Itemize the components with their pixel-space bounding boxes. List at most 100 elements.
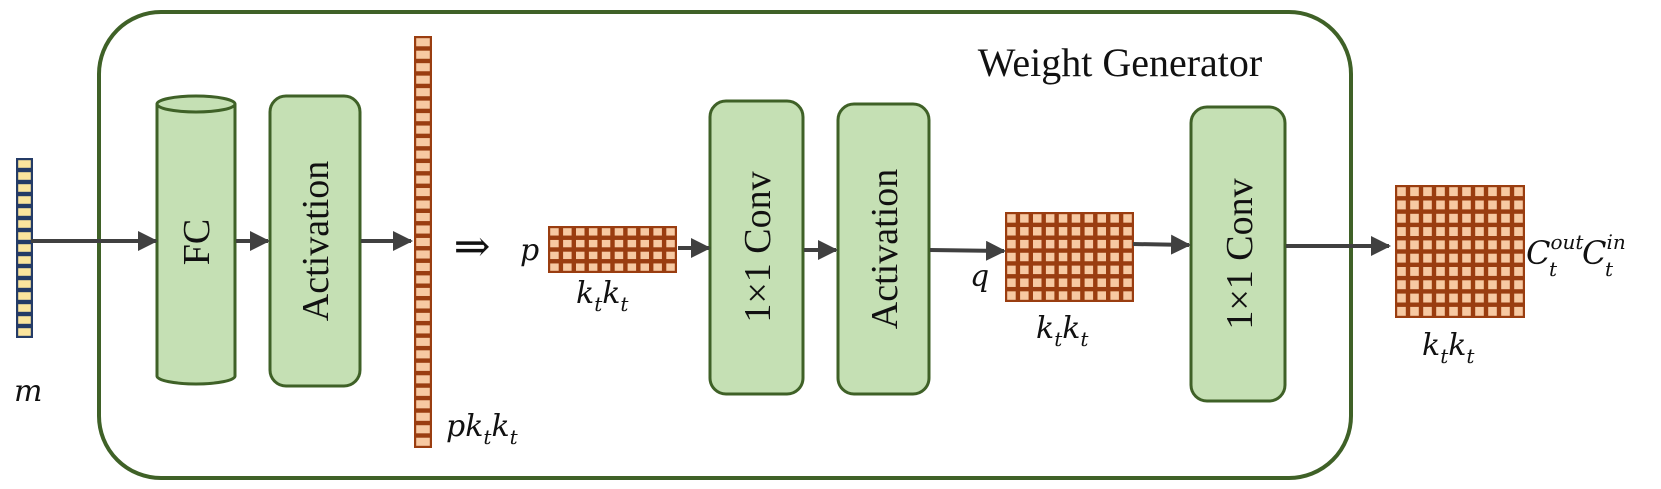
- tensor-cell: [18, 304, 31, 312]
- tensor-cell: [1449, 253, 1458, 263]
- tensor-cell: [666, 228, 675, 236]
- tensor-cell: [416, 262, 430, 272]
- tensor-cell: [1020, 291, 1029, 300]
- tensor-cell: [416, 387, 430, 396]
- tensor-cell: [1020, 278, 1029, 287]
- tensor-q-kk: [1005, 212, 1134, 302]
- tensor-cell: [653, 228, 662, 236]
- label-kk-out: ktkt: [1422, 328, 1475, 368]
- tensor-cell: [666, 239, 675, 248]
- tensor-cell: [1123, 239, 1132, 249]
- tensor-cell: [1449, 293, 1458, 303]
- tensor-cell: [1033, 227, 1042, 236]
- tensor-cell: [1488, 267, 1497, 276]
- tensor-cell: [1423, 187, 1432, 197]
- tensor-cell: [1475, 293, 1484, 303]
- tensor-cell: [416, 63, 430, 72]
- tensor-cell: [18, 316, 31, 324]
- tensor-cell: [1501, 240, 1510, 250]
- tensor-cell: [576, 239, 585, 248]
- tensor-cell: [653, 251, 662, 260]
- tensor-cell: [1020, 252, 1029, 262]
- tensor-cell: [614, 251, 624, 260]
- tensor-cell: [1501, 200, 1510, 210]
- tensor-cell: [416, 188, 430, 197]
- tensor-cell: [1045, 239, 1055, 249]
- tensor-cell: [1084, 227, 1094, 236]
- tensor-cell: [1033, 252, 1042, 262]
- tensor-cell: [1410, 306, 1419, 316]
- tensor-cell: [1410, 280, 1419, 290]
- tensor-cell: [1397, 227, 1406, 236]
- tensor-cell: [1449, 200, 1458, 210]
- tensor-cell: [1436, 213, 1445, 223]
- tensor-cell: [1514, 253, 1523, 263]
- tensor-cell: [416, 325, 430, 334]
- tensor-cell: [1397, 253, 1406, 263]
- tensor-cell: [1475, 280, 1484, 290]
- tensor-cell: [588, 251, 598, 260]
- tensor-cell: [1123, 214, 1132, 223]
- tensor-cell: [1097, 265, 1106, 275]
- tensor-cell: [416, 75, 430, 84]
- tensor-cell: [416, 200, 430, 209]
- tensor-cell: [416, 113, 430, 122]
- tensor-cell: [1488, 227, 1497, 236]
- tensor-cell: [1007, 278, 1016, 287]
- tensor-cell: [1514, 227, 1523, 236]
- tensor-cell: [1410, 213, 1419, 223]
- tensor-cell: [416, 88, 430, 97]
- tensor-cell: [1514, 200, 1523, 210]
- tensor-cell: [1449, 267, 1458, 276]
- weight-generator-title: Weight Generator: [978, 40, 1262, 85]
- tensor-cell: [1423, 293, 1432, 303]
- tensor-cell: [1084, 239, 1094, 249]
- tensor-cell: [1501, 227, 1510, 236]
- arrow-activation-to-q: [929, 240, 1006, 261]
- label-m: m: [14, 374, 42, 409]
- tensor-cell: [416, 287, 430, 296]
- tensor-cell: [416, 175, 430, 184]
- tensor-cell: [640, 239, 649, 248]
- tensor-cell: [1020, 227, 1029, 236]
- tensor-cell: [416, 38, 430, 47]
- tensor-cell: [416, 375, 430, 384]
- tensor-cell: [627, 251, 637, 260]
- tensor-cell: [1410, 187, 1419, 197]
- tensor-cell: [1110, 239, 1119, 249]
- activation-block-2: Activation: [836, 102, 931, 396]
- tensor-cell: [614, 263, 624, 271]
- tensor-cell: [1097, 239, 1106, 249]
- tensor-cell: [1071, 291, 1081, 300]
- tensor-cell: [1123, 265, 1132, 275]
- tensor-cell: [1033, 265, 1042, 275]
- tensor-cell: [18, 292, 31, 300]
- tensor-cell: [1436, 227, 1445, 236]
- tensor-cell: [1436, 187, 1445, 197]
- tensor-cell: [1488, 187, 1497, 197]
- tensor-cell: [1084, 265, 1094, 275]
- tensor-cell: [653, 263, 662, 271]
- tensor-cell: [1436, 200, 1445, 210]
- tensor-cell: [1462, 213, 1471, 223]
- tensor-cell: [416, 163, 430, 172]
- fc-label: FC: [176, 219, 218, 265]
- tensor-cell: [1462, 187, 1471, 197]
- tensor-cell: [1058, 214, 1068, 223]
- tensor-cell: [1397, 267, 1406, 276]
- tensor-cell: [1110, 265, 1119, 275]
- tensor-cell: [1514, 280, 1523, 290]
- tensor-cell: [1436, 306, 1445, 316]
- tensor-cell: [550, 239, 559, 248]
- tensor-cell: [601, 239, 611, 248]
- tensor-cell: [1436, 253, 1445, 263]
- tensor-cell: [1045, 265, 1055, 275]
- tensor-cell: [1436, 293, 1445, 303]
- tensor-cell: [1475, 213, 1484, 223]
- tensor-cell: [416, 250, 430, 259]
- tensor-cell: [1110, 291, 1119, 300]
- tensor-cell: [1097, 252, 1106, 262]
- tensor-cell: [416, 125, 430, 134]
- tensor-cell: [416, 425, 430, 434]
